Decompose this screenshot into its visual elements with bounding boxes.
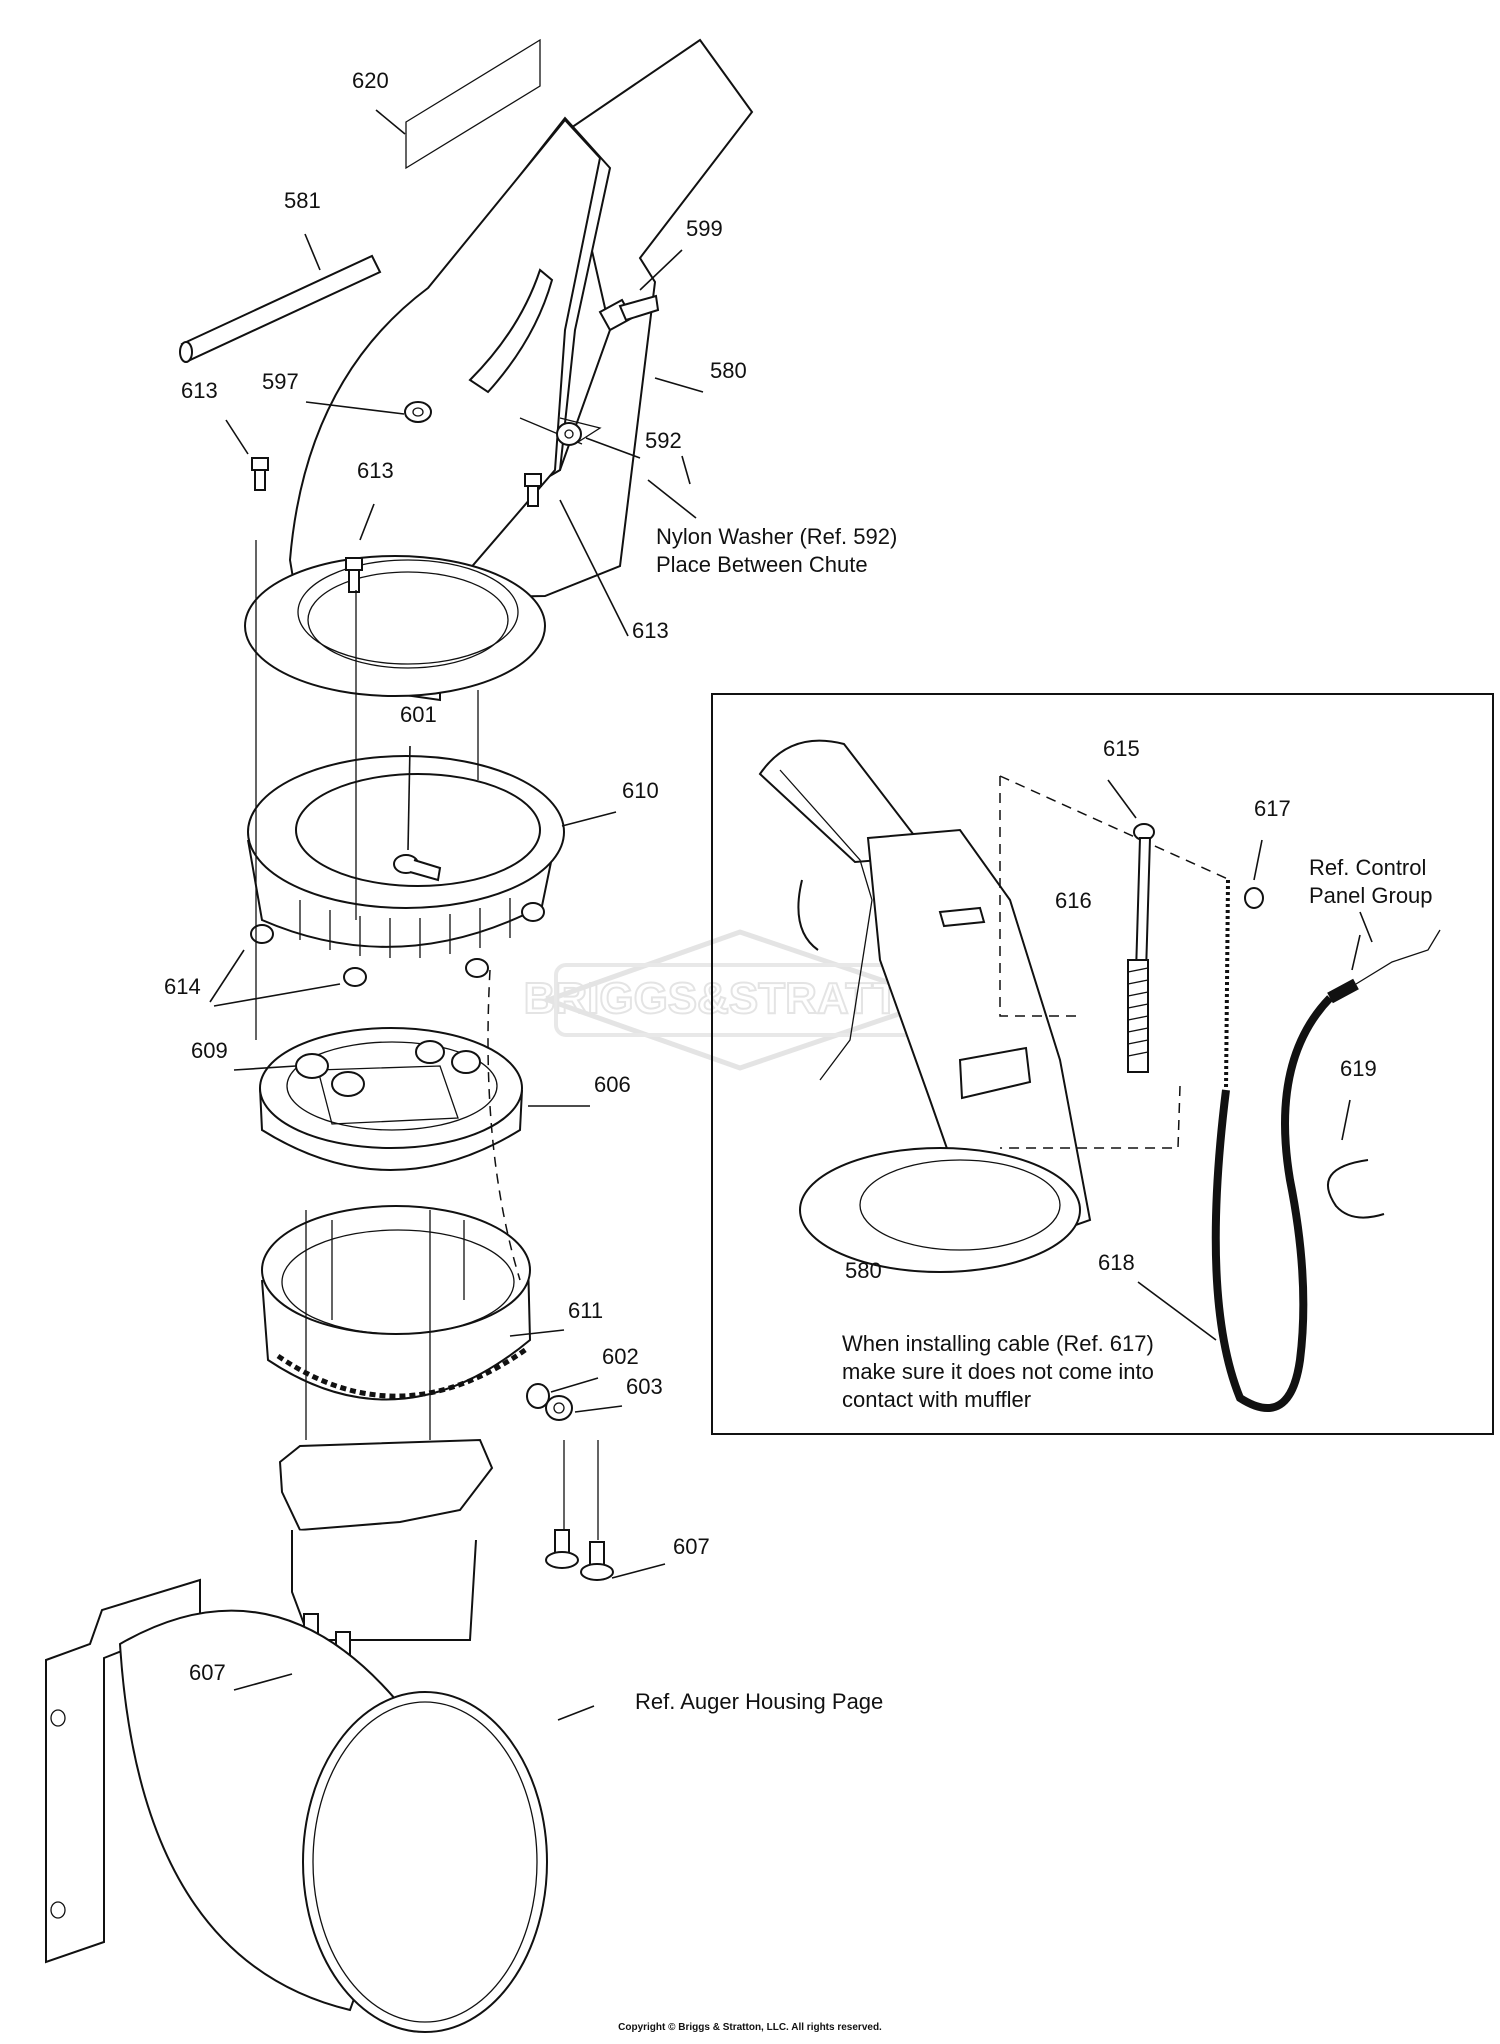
part-label-614: 614 (164, 974, 201, 999)
part-label-607: 607 (673, 1534, 710, 1559)
bracket-plate-drawing (278, 1438, 494, 1641)
part-label-580: 580 (710, 358, 747, 383)
part-label-620: 620 (352, 68, 389, 93)
bolt-599-drawing (598, 294, 660, 332)
part-label-599: 599 (686, 216, 723, 241)
part-label-618: 618 (1098, 1250, 1135, 1275)
part-label-615: 615 (1103, 736, 1140, 761)
nylon-washer-note-line-2: Place Between Chute (656, 552, 868, 577)
bolt-613-drawing (251, 457, 269, 491)
nut-609-drawing (295, 1040, 481, 1097)
part-label-619: 619 (1340, 1056, 1377, 1081)
gear-ring-611-drawing (261, 1205, 532, 1401)
part-label-580: 580 (845, 1258, 882, 1283)
part-labels: 620 581 599 580 597 613 613 592 613 601 610 614 609 6… (164, 68, 1377, 1685)
bolt-613-drawing (524, 473, 542, 507)
part-label-613: 613 (357, 458, 394, 483)
part-label-609: 609 (191, 1038, 228, 1063)
chute-flange-drawing (244, 555, 546, 697)
bolt-601-drawing (393, 854, 442, 882)
auger-housing-drawing (45, 1578, 548, 2033)
part-label-613: 613 (632, 618, 669, 643)
control-panel-note-line-2: Panel Group (1309, 883, 1433, 908)
cable-618-drawing (1211, 879, 1441, 1412)
control-panel-note-line-1: Ref. Control (1309, 855, 1427, 880)
control-panel-note: Ref. Control Panel Group (1309, 854, 1433, 910)
part-label-607: 607 (189, 1660, 226, 1685)
part-label-603: 603 (626, 1374, 663, 1399)
nylon-washer-note-line-1: Nylon Washer (Ref. 592) (656, 524, 898, 549)
washer-592-drawing (556, 422, 582, 446)
part-label-611: 611 (568, 1298, 603, 1323)
cable-install-note-line-2: make sure it does not come into (842, 1359, 1154, 1384)
alignment-lines (305, 1210, 599, 1540)
cable-install-note-line-1: When installing cable (Ref. 617) (842, 1331, 1154, 1356)
clip-617-drawing (1244, 887, 1264, 909)
alignment-dashed-line (487, 969, 521, 1281)
cable-install-note: When installing cable (Ref. 617) make su… (842, 1330, 1154, 1414)
part-label-597: 597 (262, 369, 299, 394)
spring-616-drawing (1127, 959, 1149, 1073)
nylon-washer-note: Nylon Washer (Ref. 592) Place Between Ch… (656, 523, 897, 579)
ring-610-drawing (247, 755, 565, 958)
bolt-607-drawing (545, 1529, 614, 1581)
bolt-613-drawing (345, 557, 363, 593)
part-label-601: 601 (400, 702, 437, 727)
copyright-notice: Copyright © Briggs & Stratton, LLC. All … (618, 2022, 882, 2033)
inset-dashed-lines (999, 775, 1231, 1149)
decal-620-drawing (405, 38, 541, 170)
alignment-lines (255, 540, 479, 1040)
inset-chute-drawing (758, 739, 1092, 1273)
part-label-592: 592 (645, 428, 682, 453)
cable-install-note-line-3: contact with muffler (842, 1387, 1032, 1412)
ring-606-drawing (259, 1027, 523, 1171)
auger-housing-note: Ref. Auger Housing Page (635, 1689, 884, 1714)
part-label-581: 581 (284, 188, 321, 213)
clip-619-drawing (1326, 1159, 1385, 1219)
part-label-616: 616 (1055, 888, 1092, 913)
inset-frame (711, 693, 1494, 1435)
part-label-613: 613 (181, 378, 218, 403)
part-label-610: 610 (622, 778, 659, 803)
nut-597-drawing (404, 401, 432, 423)
rod-581-drawing (179, 254, 382, 363)
washer-602-drawing (526, 1383, 550, 1409)
part-label-606: 606 (594, 1072, 631, 1097)
part-label-617: 617 (1254, 796, 1291, 821)
chute-580-drawing (288, 38, 754, 702)
nut-603-drawing (545, 1395, 573, 1421)
part-label-602: 602 (602, 1344, 639, 1369)
